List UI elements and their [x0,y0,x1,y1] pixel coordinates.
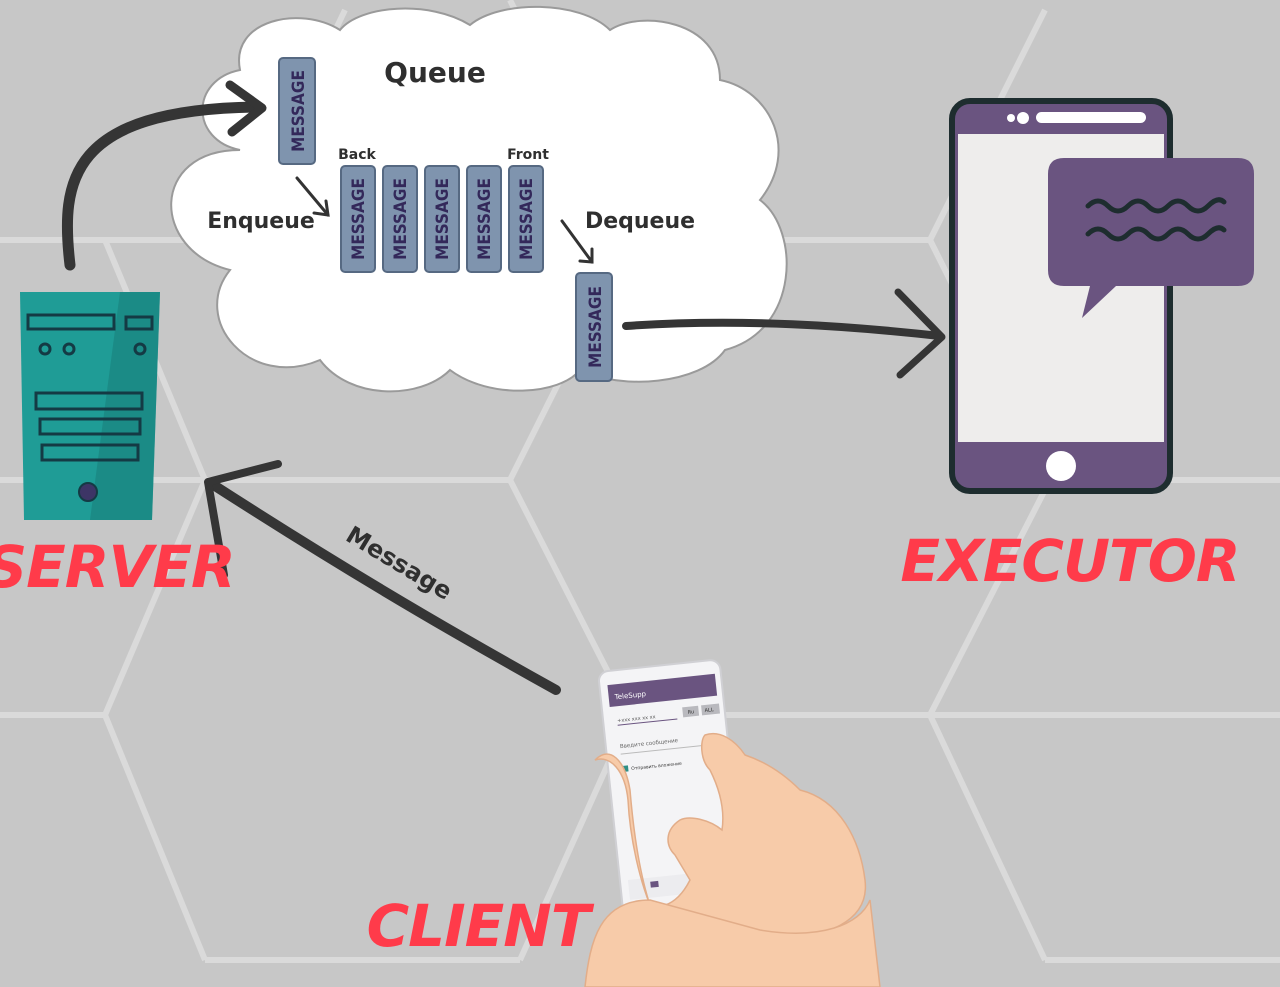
incoming-message-box: MESSAGE [278,57,316,165]
client-ru-button [682,705,700,718]
queue-item-label: MESSAGE [517,178,537,260]
message-arrow-label: Message [341,521,457,606]
queue-item: MESSAGE [340,165,376,273]
queue-title: Queue [384,56,486,89]
client-to-server-arrow [204,460,561,695]
client-label: CLIENT [367,892,595,960]
queue-item-label: MESSAGE [349,178,369,260]
queue-item: MESSAGE [508,165,544,273]
svg-text:Ru: Ru [687,709,694,716]
back-label: Back [338,147,376,163]
server-icon [20,292,160,520]
client-app-title: TeleSupp [613,690,647,701]
dequeued-message-box: MESSAGE [575,272,613,382]
front-label: Front [507,147,549,163]
client-all-button [701,703,721,716]
svg-text:MESSAGE: MESSAGE [586,286,606,368]
server-label: SERVER [0,533,235,601]
client-checkbox-label: Отправить вложение [631,761,682,772]
queue-item-label: MESSAGE [433,178,453,260]
client-phone-input: +xxx xxx xx xx [617,714,656,724]
queue-items: MESSAGE MESSAGE MESSAGE MESSAGE MESSAGE [340,165,544,273]
enqueue-label: Enqueue [207,209,315,234]
chat-bubble-icon [1048,158,1254,318]
queue-item-label: MESSAGE [391,178,411,260]
dequeue-label: Dequeue [585,209,695,234]
svg-text:MESSAGE: MESSAGE [289,70,309,152]
queue-to-executor-arrow [622,288,946,379]
server-to-queue-arrow [61,80,267,271]
queue-item: MESSAGE [382,165,418,273]
dequeue-arrow [560,219,594,264]
enqueue-arrow [295,176,330,217]
svg-text:ALL: ALL [704,707,714,714]
hand-illustration [584,733,881,987]
queue-item: MESSAGE [424,165,460,273]
executor-label: EXECUTOR [900,527,1239,595]
queue-item-label: MESSAGE [475,178,495,260]
queue-item: MESSAGE [466,165,502,273]
